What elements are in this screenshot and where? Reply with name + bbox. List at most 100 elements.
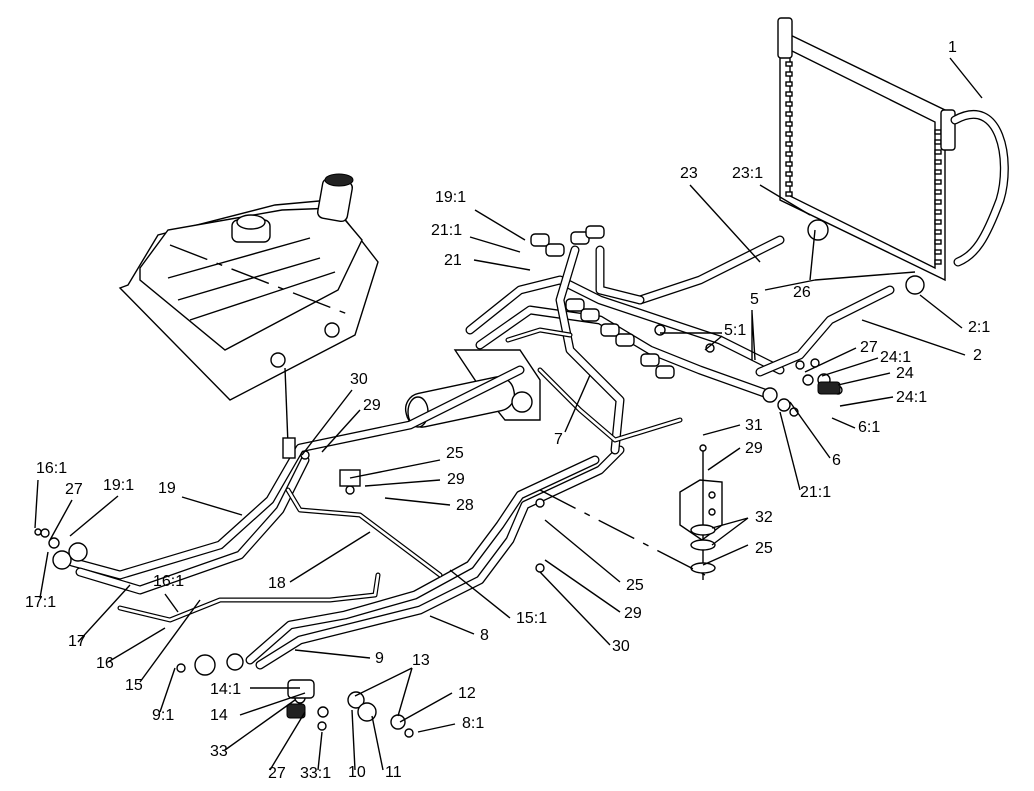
callout-label-27_a: 27 bbox=[65, 481, 83, 498]
fitting bbox=[176, 663, 186, 673]
callout-label-19_1_a: 19:1 bbox=[435, 189, 466, 206]
fitting bbox=[807, 219, 829, 241]
callout-label-33: 33 bbox=[210, 743, 228, 760]
callout-label-31: 31 bbox=[745, 417, 763, 434]
callout-label-14: 14 bbox=[210, 707, 228, 724]
fitting bbox=[705, 343, 715, 353]
callout-label-18: 18 bbox=[268, 575, 286, 592]
fitting bbox=[317, 706, 329, 718]
callout-label-33_1: 33:1 bbox=[300, 765, 331, 782]
callout-label-9_1: 9:1 bbox=[152, 707, 174, 724]
fitting bbox=[390, 714, 406, 730]
callout-label-15: 15 bbox=[125, 677, 143, 694]
callout-label-11: 11 bbox=[385, 764, 402, 781]
callout-label-10: 10 bbox=[348, 764, 366, 781]
fitting bbox=[802, 374, 814, 386]
fitting bbox=[535, 498, 545, 508]
hose-fitting bbox=[530, 233, 550, 247]
callout-label-29_a: 29 bbox=[363, 397, 381, 414]
callout-label-5_1: 5:1 bbox=[724, 322, 746, 339]
callout-label-25_c: 25 bbox=[755, 540, 773, 557]
callout-label-7: 7 bbox=[554, 431, 563, 448]
fitting bbox=[345, 485, 355, 495]
hydraulic-tube bbox=[537, 367, 683, 443]
hydraulic-tank bbox=[118, 173, 379, 446]
fitting bbox=[762, 387, 778, 403]
fitting bbox=[34, 528, 42, 536]
callout-label-5: 5 bbox=[750, 291, 759, 308]
callout-label-29_b: 29 bbox=[447, 471, 465, 488]
callout-label-30_a: 30 bbox=[350, 371, 368, 388]
callout-label-19: 19 bbox=[158, 480, 176, 497]
callout-label-23_1: 23:1 bbox=[732, 165, 763, 182]
callout-label-24_1_b: 24:1 bbox=[896, 389, 927, 406]
callout-label-25_b: 25 bbox=[626, 577, 644, 594]
elbow-fitting bbox=[817, 381, 841, 395]
hose-fitting bbox=[286, 703, 306, 719]
fitting bbox=[52, 550, 72, 570]
fitting bbox=[795, 360, 805, 370]
callout-label-17: 17 bbox=[68, 633, 86, 650]
oil-cooler-radiator bbox=[777, 17, 1009, 282]
leader-lines bbox=[34, 57, 983, 771]
fitting bbox=[68, 542, 88, 562]
callout-label-14_1: 14:1 bbox=[210, 681, 241, 698]
fitting bbox=[194, 654, 216, 676]
callout-label-24_1_a: 24:1 bbox=[880, 349, 911, 366]
callout-label-2_1: 2:1 bbox=[968, 319, 990, 336]
callout-label-16_1_b: 16:1 bbox=[153, 573, 184, 590]
callout-label-6_1: 6:1 bbox=[858, 419, 880, 436]
callout-label-24: 24 bbox=[896, 365, 914, 382]
hose-fitting bbox=[580, 308, 600, 322]
callout-label-30_b: 30 bbox=[612, 638, 630, 655]
fitting bbox=[48, 537, 60, 549]
hose-fitting bbox=[585, 225, 605, 239]
callout-label-6: 6 bbox=[832, 452, 841, 469]
callout-label-16: 16 bbox=[96, 655, 114, 672]
fitting bbox=[777, 398, 791, 412]
hydraulic-tube bbox=[255, 445, 625, 670]
callout-label-1: 1 bbox=[948, 39, 957, 56]
callout-label-23: 23 bbox=[680, 165, 698, 182]
callout-label-29_c: 29 bbox=[745, 440, 763, 457]
callout-label-27_c: 27 bbox=[268, 765, 286, 782]
fitting bbox=[905, 275, 925, 295]
callout-label-2: 2 bbox=[973, 347, 982, 364]
hose-fitting bbox=[600, 323, 620, 337]
fittings bbox=[34, 219, 925, 738]
alignment-lines bbox=[169, 244, 706, 576]
fitting bbox=[317, 721, 327, 731]
callout-label-17_1: 17:1 bbox=[25, 594, 56, 611]
callout-label-8_1: 8:1 bbox=[462, 715, 484, 732]
fitting bbox=[404, 728, 414, 738]
callout-label-25_a: 25 bbox=[446, 445, 464, 462]
hose-fitting bbox=[615, 333, 635, 347]
callout-label-21_1_a: 21:1 bbox=[431, 222, 462, 239]
fitting bbox=[535, 563, 545, 573]
callout-label-28: 28 bbox=[456, 497, 474, 514]
fitting bbox=[357, 702, 377, 722]
fitting bbox=[347, 691, 365, 709]
hydraulic-tubes bbox=[67, 235, 895, 670]
callout-label-26: 26 bbox=[793, 284, 811, 301]
callout-label-21: 21 bbox=[444, 252, 462, 269]
hose-fitting bbox=[565, 298, 585, 312]
callout-label-32: 32 bbox=[755, 509, 773, 526]
tee-fitting bbox=[282, 437, 296, 459]
hose-fitting bbox=[545, 243, 565, 257]
callout-label-27_b: 27 bbox=[860, 339, 878, 356]
callout-label-15_1: 15:1 bbox=[516, 610, 547, 627]
hose-fitting bbox=[655, 365, 675, 379]
hose-fitting bbox=[640, 353, 660, 367]
callout-label-13: 13 bbox=[412, 652, 430, 669]
callout-label-16_1_a: 16:1 bbox=[36, 460, 67, 477]
fitting bbox=[40, 528, 50, 538]
callout-label-12: 12 bbox=[458, 685, 476, 702]
callout-label-8: 8 bbox=[480, 627, 489, 644]
callout-label-9: 9 bbox=[375, 650, 384, 667]
callout-label-29_d: 29 bbox=[624, 605, 642, 622]
hydraulic-tube bbox=[285, 487, 443, 578]
callout-label-19_1_b: 19:1 bbox=[103, 477, 134, 494]
